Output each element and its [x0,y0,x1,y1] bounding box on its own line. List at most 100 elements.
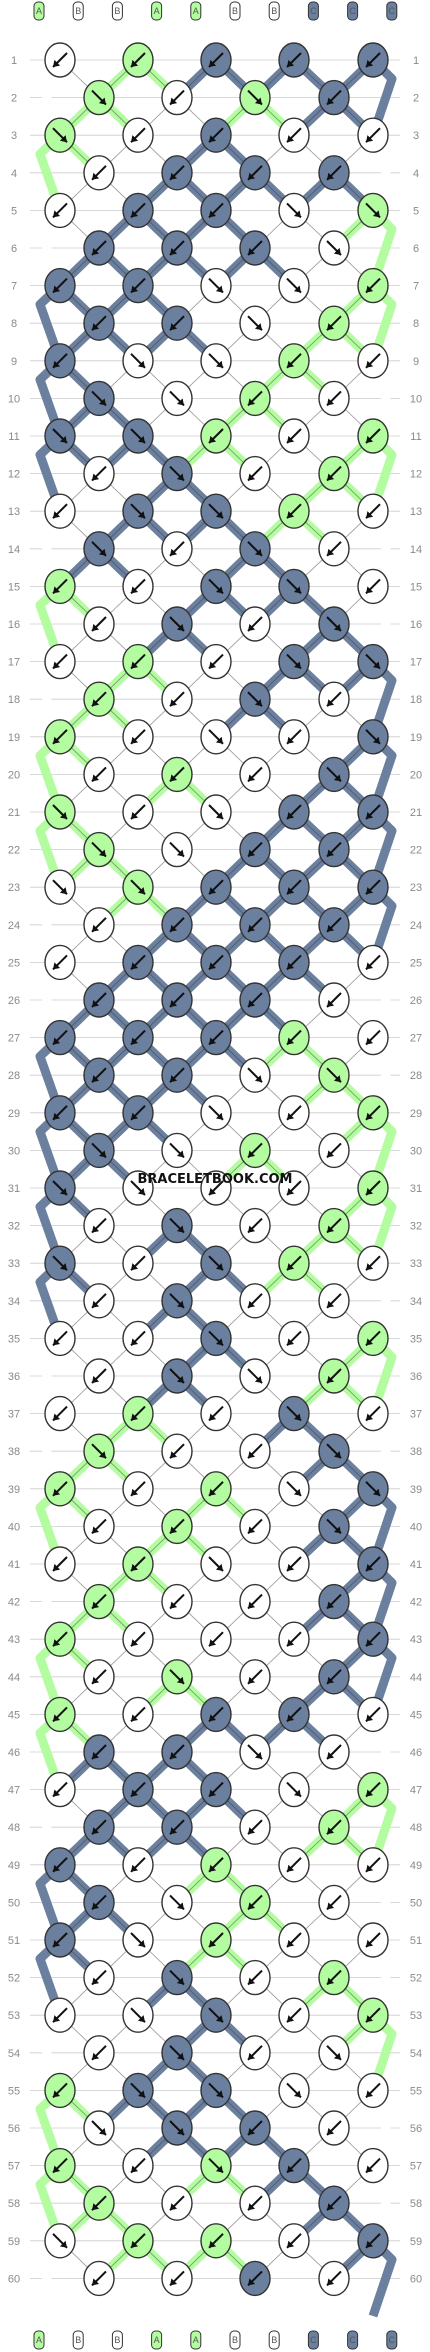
knot [83,230,115,266]
knot [161,1207,193,1244]
arrow-head [254,1375,262,1383]
arrow-head [327,1225,335,1233]
knot [161,681,193,717]
knot [122,1471,154,1507]
arrow-head [92,699,100,707]
knot [278,2223,310,2259]
knot [357,1095,389,1131]
arrow-head [254,97,262,105]
strand-tab-top [307,1,319,21]
row-number-right: 38 [410,1446,422,1458]
arrow-head [98,97,106,105]
knot [357,2072,389,2109]
knot [318,756,350,793]
knot [239,380,271,417]
knot [200,2072,232,2109]
row-number-right: 20 [410,769,422,781]
knot [278,1696,310,1733]
arrow-head [98,849,106,857]
row-number-right: 14 [410,544,422,556]
knot [357,1847,389,1883]
row-number-left: 2 [11,93,17,105]
row-number-left: 49 [8,1860,20,1872]
knot [318,1959,350,1996]
knot [357,944,389,981]
row-number-left: 60 [8,2273,20,2285]
row-number-right: 1 [413,55,419,67]
knot [122,2147,154,2184]
arrow-head [92,1676,100,1684]
knot [122,1095,154,1131]
row-number-left: 41 [8,1559,20,1571]
row-number-right: 60 [410,2273,422,2285]
strand-letter-top: C [389,6,396,16]
row-number-left: 6 [11,243,17,255]
arrow-head [92,1601,100,1609]
strand-letter-top: B [271,6,277,16]
knot [122,1922,154,1958]
knot [122,643,154,680]
knot [83,2110,115,2146]
row-number-left: 55 [8,2085,20,2097]
knot [161,606,193,642]
arrow-head [59,887,67,895]
arrow-head [137,511,145,519]
knot [239,907,271,943]
arrow-head [287,360,295,368]
knot [200,267,232,304]
knot [357,643,389,680]
knot [318,1508,350,1545]
strand-letter-top: B [232,6,238,16]
arrow-head [248,1827,256,1835]
row-number-right: 55 [410,2085,422,2097]
knot [200,1621,232,1657]
strand-letter-bottom: A [36,2335,42,2345]
arrow-head [131,2240,139,2248]
arrow-head [98,2127,106,2135]
knot [278,117,310,153]
knot [44,117,76,153]
knot [44,1395,76,1432]
knot [83,982,115,1018]
arrow-head [215,811,223,819]
strand-letter-bottom: B [75,2335,81,2345]
knot [122,1847,154,1883]
row-number-left: 19 [8,732,20,744]
knot [239,230,271,266]
arrow-head [53,210,61,218]
knot [200,1546,232,1582]
strand-tab-top [347,1,359,21]
knot [239,756,271,793]
knot [200,42,232,78]
knot [83,2035,115,2071]
arrow-head [98,398,106,406]
arrow-head [209,1789,217,1797]
arrow-head [53,736,61,744]
arrow-head [366,285,374,293]
knot [161,1433,193,1469]
knot [44,1245,76,1281]
knot [357,1245,389,1281]
arrow-head [366,1263,374,1271]
row-number-left: 44 [8,1672,20,1684]
arrow-head [131,1864,139,1872]
arrow-head [215,285,223,293]
arrow-head [176,1676,184,1684]
knot [318,1132,350,1169]
arrow-head [333,1451,341,1459]
arrow-head [53,962,61,970]
arrow-head [327,473,335,481]
row-number-left: 45 [8,1709,20,1721]
knot [200,493,232,529]
row-number-left: 14 [8,544,20,556]
knot [318,230,350,266]
knot [83,1508,115,1545]
knot [161,79,193,116]
strand-letter-top: A [154,6,160,16]
row-number-right: 22 [410,845,422,857]
row-number-right: 53 [410,2010,422,2022]
arrow-head [366,59,374,67]
knot [83,155,115,191]
knot [161,2260,193,2297]
